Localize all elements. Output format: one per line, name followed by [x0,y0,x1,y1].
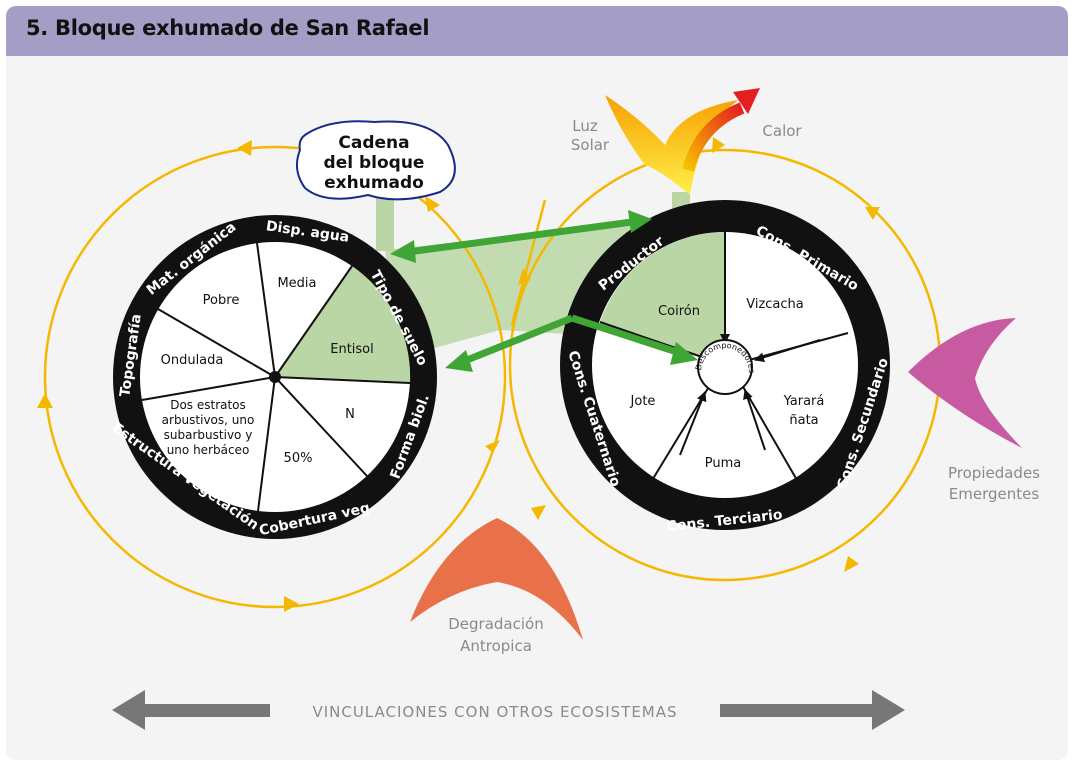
page-title: 5. Bloque exhumado de San Rafael [26,16,430,40]
topografia-value: Ondulada [161,353,224,368]
forma-biol-value: N [345,407,355,422]
estructura-value-line3: subarbustivo y [164,428,253,442]
cons-secundario-value-line1: Yarará [783,394,825,409]
bubble-line3: exhumado [324,173,424,193]
left-cycle [43,145,507,609]
cons-cuaternario-value: Jote [630,394,656,409]
energy-flow-line [510,199,547,326]
sun-wedge-icon [605,95,738,195]
sun-label-line2: Solar [571,136,610,154]
degradation-label-line2: Antropica [460,637,532,655]
cons-terciario-value: Puma [705,456,741,471]
right-wheel: Descomponedores Coirón Vizcacha Yarará ñ… [560,200,892,535]
sun-label-line1: Luz [572,117,598,135]
degradation-label-line1: Degradación [448,615,543,633]
emergent-label-line2: Emergentes [949,485,1040,503]
heat-label: Calor [762,122,802,140]
header-bar: 5. Bloque exhumado de San Rafael [6,6,1068,56]
left-arrow-icon [112,690,270,730]
links-label: VINCULACIONES CON OTROS ECOSISTEMAS [312,703,677,721]
estructura-value-line1: Dos estratos [170,398,246,412]
green-arrows [390,210,698,372]
cobertura-veg-value: 50% [284,451,313,466]
mat-organica-value: Pobre [203,293,240,308]
left-wheel-highlight-sector [275,266,411,383]
chain-bubble: Cadena del bloque exhumado [295,120,456,201]
productor-value: Coirón [658,304,700,319]
cons-primario-value: Vizcacha [746,297,804,312]
disp-agua-value: Media [277,276,316,291]
estructura-value-line4: uno herbáceo [167,443,250,457]
degradation-shape-icon [410,518,583,640]
tipo-suelo-value: Entisol [330,342,374,357]
cycle-arrowheads [37,137,880,612]
emergent-properties-shape-icon [908,318,1022,448]
heat-arrow-icon [682,88,760,172]
emergent-label-line1: Propiedades [948,464,1040,482]
right-arrow-icon [720,690,905,730]
left-wheel: Media Entisol N 50% Pobre Ondulada Dos e… [109,215,437,539]
cons-secundario-value-line2: ñata [789,413,818,428]
estructura-value-line2: arbustivos, uno [162,413,255,427]
bubble-line2: del bloque [324,153,425,173]
bubble-line1: Cadena [338,133,409,153]
